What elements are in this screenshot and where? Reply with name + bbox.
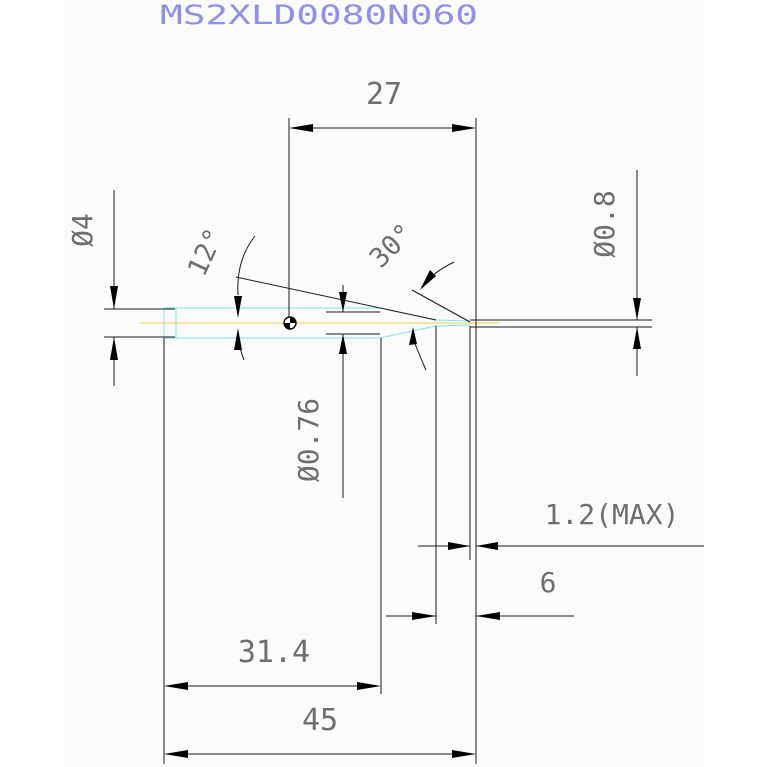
label-diameter-0-76: Ø0.76 xyxy=(292,398,325,482)
dimension-diameter-4: Ø4 xyxy=(66,190,175,386)
label-45: 45 xyxy=(302,703,338,738)
dimension-diameter-0-8: Ø0.8 xyxy=(588,170,641,376)
dimension-diameter-0-76: Ø0.76 xyxy=(292,285,380,498)
label-27: 27 xyxy=(366,77,402,112)
drawing-sheet xyxy=(64,0,704,767)
label-diameter-4: Ø4 xyxy=(66,213,99,247)
label-diameter-0-8: Ø0.8 xyxy=(588,190,621,257)
gauge-point-marker xyxy=(283,316,297,330)
dimension-27: 27 xyxy=(288,77,477,622)
label-31-4: 31.4 xyxy=(238,635,310,670)
dimension-6: 6 xyxy=(386,326,574,624)
label-6: 6 xyxy=(540,566,557,599)
dimension-31-4: 31.4 xyxy=(163,338,382,764)
part-number-title: MS2XLD0080N060 xyxy=(160,0,478,31)
dimension-1-2-max: 1.2(MAX) xyxy=(418,326,704,560)
label-1-2-max: 1.2(MAX) xyxy=(545,498,680,531)
dimension-45: 45 xyxy=(164,622,477,764)
